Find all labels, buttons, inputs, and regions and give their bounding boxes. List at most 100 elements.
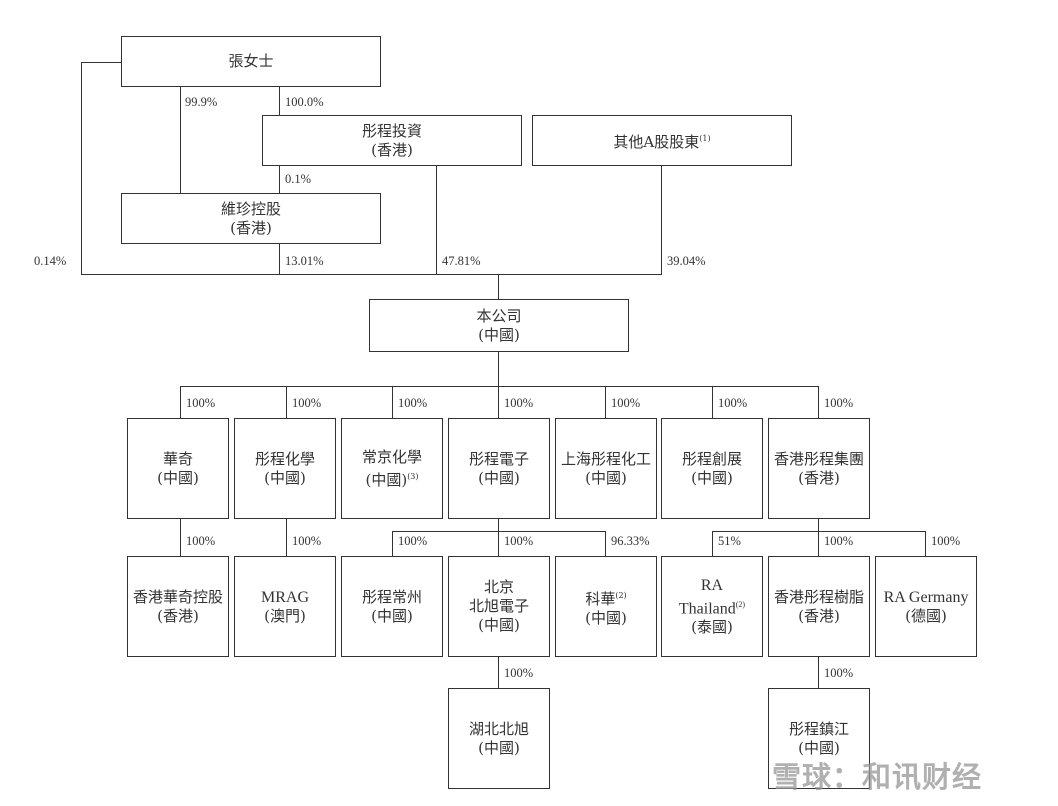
shareholder-other-a: 其他A股股東(1) — [532, 115, 792, 166]
location-line: (中國) — [478, 739, 520, 758]
pct-label: 100% — [931, 534, 961, 548]
entity-name: 香港華奇控股 — [133, 588, 223, 607]
pct-label: 47.81% — [442, 254, 481, 268]
pct-label: 100% — [292, 396, 322, 410]
subsidiary-box: 科華(2)(中國) — [555, 556, 657, 657]
entity-location: (中國) — [371, 606, 413, 625]
entity-name: 香港彤程集團 — [774, 450, 864, 469]
entity-name-text: 北京 — [483, 578, 514, 596]
entity-name-text: 北旭電子 — [468, 597, 529, 615]
location-line: (中國)(3) — [365, 467, 418, 490]
location-line: (中國) — [585, 469, 627, 488]
connector — [925, 531, 927, 556]
footnote: (3) — [407, 471, 419, 481]
entity-location: (泰國) — [691, 618, 733, 637]
location-line: (德國) — [905, 607, 947, 626]
connector — [712, 386, 714, 418]
entity-name: 本公司 — [476, 306, 522, 325]
entity-name-text: 常京化學 — [361, 447, 422, 466]
connector — [605, 386, 607, 418]
entity-name-text: 湖北北旭 — [468, 719, 529, 738]
connector — [180, 86, 182, 193]
connector — [279, 86, 281, 115]
entity-name: 彤程投資 — [361, 121, 422, 140]
pct-label: 100% — [824, 666, 854, 680]
location-line: (香港) — [157, 607, 199, 626]
connector — [818, 656, 820, 688]
pct-label: 100% — [504, 396, 534, 410]
entity-name-text: 彤程創展 — [681, 449, 742, 468]
subsidiary-box: MRAG(澳門) — [234, 556, 336, 657]
entity-name: 彤程化學 — [255, 450, 315, 469]
footnote: (2) — [735, 599, 746, 609]
entity-name: 彤程電子 — [469, 450, 529, 469]
entity-location: (香港) — [798, 606, 840, 625]
connector — [498, 656, 500, 688]
pct-label: 100% — [824, 396, 854, 410]
entity-name: 科華(2) — [585, 586, 626, 609]
connector — [712, 531, 714, 556]
entity-location: (香港) — [798, 468, 840, 487]
shareholder-weizhen: 維珍控股(香港) — [121, 193, 381, 244]
entity-name: 華奇 — [163, 450, 193, 469]
entity-location: (中國) — [157, 468, 199, 487]
connector — [712, 531, 926, 533]
connector — [180, 518, 182, 556]
connector — [436, 165, 438, 274]
connector — [392, 531, 606, 533]
connector — [286, 386, 288, 418]
subsidiary-box: 彤程常州(中國) — [341, 556, 443, 657]
pct-label: 100% — [292, 534, 322, 548]
shareholder-ms-zhang: 張女士 — [121, 36, 381, 87]
subsidiary-box: 北京北旭電子(中國) — [448, 556, 550, 657]
entity-name: 彤程創展 — [682, 450, 742, 469]
entity-location: (中國) — [478, 325, 520, 344]
entity-name-text: 香港彤程集團 — [773, 449, 864, 468]
location-line: (中國) — [585, 609, 627, 628]
entity-name: 湖北北旭 — [469, 720, 529, 739]
location-line: (中國) — [264, 469, 306, 488]
pct-label: 100.0% — [285, 95, 324, 109]
location-line: (中國) — [478, 469, 520, 488]
connector — [279, 165, 281, 193]
footnote: (2) — [615, 590, 627, 600]
entity-name: 北京 — [484, 578, 514, 597]
connector — [392, 386, 394, 418]
entity-name-line2: 北旭電子 — [469, 597, 529, 616]
entity-name-text: RA Germany — [883, 588, 969, 606]
location-line: (中國) — [371, 607, 413, 626]
entity-name: 彤程常州 — [362, 588, 422, 607]
pct-label: 100% — [186, 534, 216, 548]
subsidiary-box: 彤程鎮江(中國) — [768, 688, 870, 789]
entity-name-text: 香港彤程樹脂 — [773, 587, 864, 606]
entity-location: (德國) — [905, 606, 947, 625]
entity-name-text: 上海彤程化工 — [560, 449, 651, 468]
entity-name: 香港彤程樹脂 — [774, 588, 864, 607]
connector — [279, 243, 281, 274]
entity-name: 張女士 — [228, 52, 274, 70]
watermark: 雪球：和讯财经 — [772, 760, 983, 794]
entity-name: 常京化學 — [362, 448, 422, 467]
connector — [81, 274, 662, 276]
entity-location: (香港) — [371, 140, 413, 159]
pct-label: 100% — [718, 396, 748, 410]
pct-label: 13.01% — [285, 254, 324, 268]
location-line: (澳門) — [264, 607, 306, 626]
connector — [180, 386, 182, 418]
entity-location: (香港) — [157, 606, 199, 625]
connector — [661, 165, 663, 274]
connector — [605, 531, 607, 556]
pct-label: 100% — [504, 666, 534, 680]
connector — [81, 62, 83, 274]
pct-label: 100% — [398, 534, 428, 548]
connector — [180, 386, 819, 388]
subsidiary-box: 彤程化學(中國) — [234, 418, 336, 519]
connector — [498, 351, 500, 386]
entity-location: (中國) — [585, 468, 627, 487]
entity-name-text: 彤程化學 — [254, 449, 315, 468]
entity-name-text: 彤程鎮江 — [788, 719, 849, 738]
company-box: 本公司(中國) — [369, 299, 629, 352]
entity-name-text: 科華 — [585, 589, 616, 608]
